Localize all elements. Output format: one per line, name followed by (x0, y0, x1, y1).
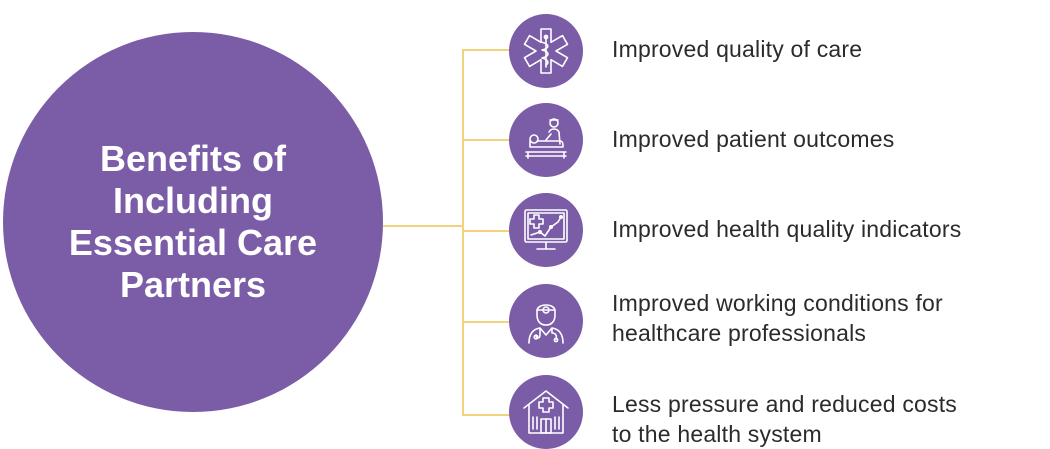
benefit-label-reduced-costs: Less pressure and reduced costs to the h… (612, 391, 958, 447)
main-topic-circle: Benefits of Including Essential Care Par… (3, 32, 383, 412)
vertical-bracket-line (462, 49, 464, 416)
branch-line-3 (462, 230, 510, 232)
medical-star-of-life-icon (509, 14, 583, 88)
patient-in-bed-icon (509, 103, 583, 177)
branch-line-5 (462, 414, 510, 416)
benefit-label-health-quality-indicators: Improved health quality indicators (612, 216, 962, 242)
doctor-icon (509, 284, 583, 358)
health-monitor-chart-icon (509, 193, 583, 267)
hospital-building-icon (509, 375, 583, 449)
main-connector-line (383, 225, 463, 227)
main-title: Benefits of Including Essential Care Par… (68, 138, 318, 305)
branch-line-1 (462, 49, 510, 51)
branch-line-2 (462, 139, 510, 141)
benefit-label-working-conditions: Improved working conditions for healthca… (612, 290, 943, 346)
benefit-label-quality-of-care: Improved quality of care (612, 36, 863, 62)
benefit-label-patient-outcomes: Improved patient outcomes (612, 126, 895, 152)
branch-line-4 (462, 321, 510, 323)
